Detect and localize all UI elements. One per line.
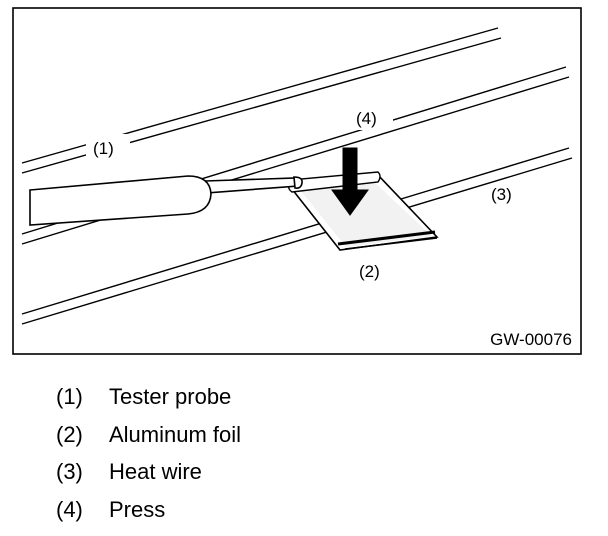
legend-number: (3) [56, 459, 83, 484]
legend-text: Aluminum foil [109, 421, 242, 447]
press-arrow-icon [331, 147, 369, 216]
figure-code: GW-00076 [490, 330, 572, 349]
callout-press: (4) [356, 109, 377, 128]
legend: (1) Tester probe (2) Aluminum foil (3) Heat… [56, 378, 241, 528]
callout-foil: (2) [359, 262, 380, 281]
callout-probe: (1) [93, 139, 114, 158]
heat-wire-bottom [21, 147, 573, 325]
legend-item-wire: (3) Heat wire [56, 453, 241, 491]
legend-number: (1) [56, 384, 83, 409]
legend-text: Press [109, 496, 166, 522]
diagram-frame [12, 7, 582, 355]
legend-item-probe: (1) Tester probe [56, 378, 241, 416]
tester-probe [29, 175, 303, 226]
legend-text: Tester probe [109, 384, 232, 409]
legend-item-foil: (2) Aluminum foil [56, 416, 241, 454]
legend-item-press: (4) Press [56, 491, 241, 529]
aluminum-foil [286, 171, 439, 251]
legend-number: (2) [56, 421, 83, 447]
legend-number: (4) [56, 496, 83, 522]
legend-text: Heat wire [109, 459, 202, 484]
callout-wire: (3) [491, 185, 512, 204]
heat-wire-test-diagram: (1) (4) (3) (2) GW-00076 [12, 7, 582, 355]
